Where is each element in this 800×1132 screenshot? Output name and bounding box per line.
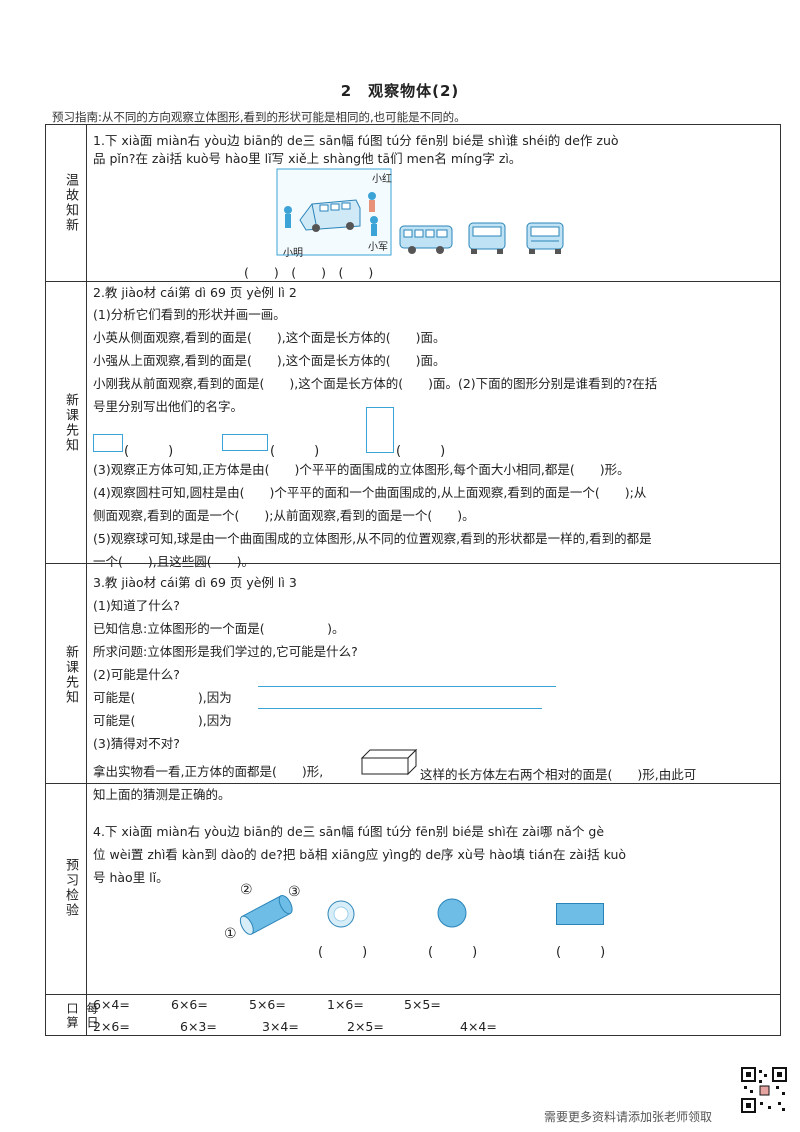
q3-line: (1)知道了什么? xyxy=(93,598,180,613)
calc-item: 5×6= xyxy=(249,997,286,1012)
q1-text-line-2: 品 pǐn?在 zài括 kuò号 hào里 lǐ写 xiě上 shàng他 t… xyxy=(93,151,522,166)
q2-line: 号里分别写出他们的名字。 xyxy=(93,399,244,414)
q2-line: 一个( ),且这些圆( )。 xyxy=(93,554,254,569)
row-divider xyxy=(46,563,780,564)
q2-line: (1)分析它们看到的形状并画一画。 xyxy=(93,307,286,322)
calc-item: 1×6= xyxy=(327,997,364,1012)
name-tag-xiaohong: 小红 xyxy=(372,174,392,185)
q3-line: 拿出实物看一看,正方体的面都是( )形, xyxy=(93,764,324,779)
shape-answer-blank[interactable]: ( ) xyxy=(124,444,174,459)
q2-line: 小英从侧面观察,看到的面是( ),这个面是长方体的( )面。 xyxy=(93,330,446,345)
column-divider xyxy=(86,125,87,1035)
bus-3d-icon xyxy=(299,199,361,232)
bus-front-view-icon xyxy=(468,222,506,254)
qr-code-icon xyxy=(740,1066,788,1114)
position-marker-2: ② xyxy=(240,882,253,898)
row-divider xyxy=(46,281,780,282)
shape-answer-blank[interactable]: ( ) xyxy=(396,444,446,459)
q4-line: 4.下 xià面 miàn右 yòu边 biān的 de三 sān幅 fú图 t… xyxy=(93,824,605,839)
calc-item: 6×3= xyxy=(180,1019,217,1034)
calc-item: 3×4= xyxy=(262,1019,299,1034)
page-title: 2 观察物体(2) xyxy=(340,82,460,100)
q1-text-line-1: 1.下 xià面 miàn右 yòu边 biān的 de三 sān幅 fú图 t… xyxy=(93,133,619,148)
answer-underline[interactable] xyxy=(258,686,556,687)
circle-filled-view-icon xyxy=(437,898,467,928)
q3-line: 可能是( ),因为 xyxy=(93,713,232,728)
q2-line: (5)观察球可知,球是由一个曲面围成的立体图形,从不同的位置观察,看到的形状都是… xyxy=(93,531,652,546)
q3-line: 这样的长方体左右两个相对的面是( )形,由此可 xyxy=(420,767,697,782)
long-rectangle-shape xyxy=(222,434,268,451)
scene-illustration xyxy=(276,168,392,256)
q3-line: 知上面的猜测是正确的。 xyxy=(93,787,231,802)
child-icon xyxy=(370,216,378,236)
q4-line: 号 hào里 lǐ。 xyxy=(93,870,169,885)
position-marker-1: ① xyxy=(224,926,237,942)
answer-underline[interactable] xyxy=(258,708,542,709)
q4-answer-blank[interactable]: ( ) xyxy=(556,945,606,960)
rectangle-side-view-icon xyxy=(556,903,604,925)
tall-rectangle-shape xyxy=(366,407,394,453)
circle-outline-view-icon xyxy=(327,900,355,928)
q2-line: 小刚我从前面观察,看到的面是( ),这个面是长方体的( )面。(2)下面的图形分… xyxy=(93,376,658,391)
q1-answer-blanks[interactable]: ( ) ( ) ( ) xyxy=(244,265,374,280)
bus-side-view-icon xyxy=(399,225,453,254)
footer-note: 需要更多资料请添加张老师领取 xyxy=(543,1110,712,1124)
q2-line: 侧面观察,看到的面是一个( );从前面观察,看到的面是一个( )。 xyxy=(93,508,475,523)
position-marker-3: ③ xyxy=(288,884,301,900)
q4-line: 位 wèi置 zhì看 kàn到 dào的 de?把 bǎ相 xiāng应 yì… xyxy=(93,847,627,862)
child-icon xyxy=(368,192,376,212)
cylinder-with-positions-icon xyxy=(239,894,293,935)
child-icon xyxy=(284,206,292,228)
calc-item: 6×6= xyxy=(171,997,208,1012)
q2-line: (3)观察正方体可知,正方体是由( )个平平的面围成的立体图形,每个面大小相同,… xyxy=(93,462,630,477)
calc-item: 6×4= xyxy=(93,997,130,1012)
row-divider xyxy=(46,994,780,995)
q3-line: 已知信息:立体图形的一个面是( )。 xyxy=(93,621,345,636)
calc-item: 5×5= xyxy=(404,997,441,1012)
row-label-daily-math: 每日口算 xyxy=(65,1002,99,1030)
q3-line: (2)可能是什么? xyxy=(93,667,180,682)
name-tag-xiaojun: 小军 xyxy=(368,242,388,253)
row-divider xyxy=(46,783,780,784)
worksheet-table: 温故知新 新课先知 新课先知 预习检验 每日口算 xyxy=(45,124,781,1036)
row-label-new-lesson-2: 新课先知 xyxy=(63,645,78,705)
q3-line: 可能是( ),因为 xyxy=(93,690,232,705)
q4-answer-blank[interactable]: ( ) xyxy=(428,945,478,960)
row-label-review: 温故知新 xyxy=(63,173,78,233)
calc-item: 2×5= xyxy=(347,1019,384,1034)
calc-item: 4×4= xyxy=(460,1019,497,1034)
bus-back-view-icon xyxy=(526,222,564,254)
q2-heading: 2.教 jiào材 cái第 dì 69 页 yè例 lì 2 xyxy=(93,285,297,300)
name-tag-xiaoming: 小明 xyxy=(283,248,303,259)
calc-item: 2×6= xyxy=(93,1019,130,1034)
cuboid-icon xyxy=(360,748,418,776)
q3-heading: 3.教 jiào材 cái第 dì 69 页 yè例 lì 3 xyxy=(93,575,297,590)
preview-guide: 预习指南:从不同的方向观察立体图形,看到的形状可能是相同的,也可能是不同的。 xyxy=(52,110,466,124)
shape-answer-blank[interactable]: ( ) xyxy=(270,444,320,459)
q2-line: (4)观察圆柱可知,圆柱是由( )个平平的面和一个曲面围成的,从上面观察,看到的… xyxy=(93,485,647,500)
row-label-preview-check: 预习检验 xyxy=(63,858,78,918)
row-label-new-lesson-1: 新课先知 xyxy=(63,393,78,453)
q3-line: (3)猜得对不对? xyxy=(93,736,180,751)
q3-line: 所求问题:立体图形是我们学过的,它可能是什么? xyxy=(93,644,358,659)
small-rectangle-shape xyxy=(93,434,123,452)
q2-line: 小强从上面观察,看到的面是( ),这个面是长方体的( )面。 xyxy=(93,353,446,368)
q4-answer-blank[interactable]: ( ) xyxy=(318,945,368,960)
